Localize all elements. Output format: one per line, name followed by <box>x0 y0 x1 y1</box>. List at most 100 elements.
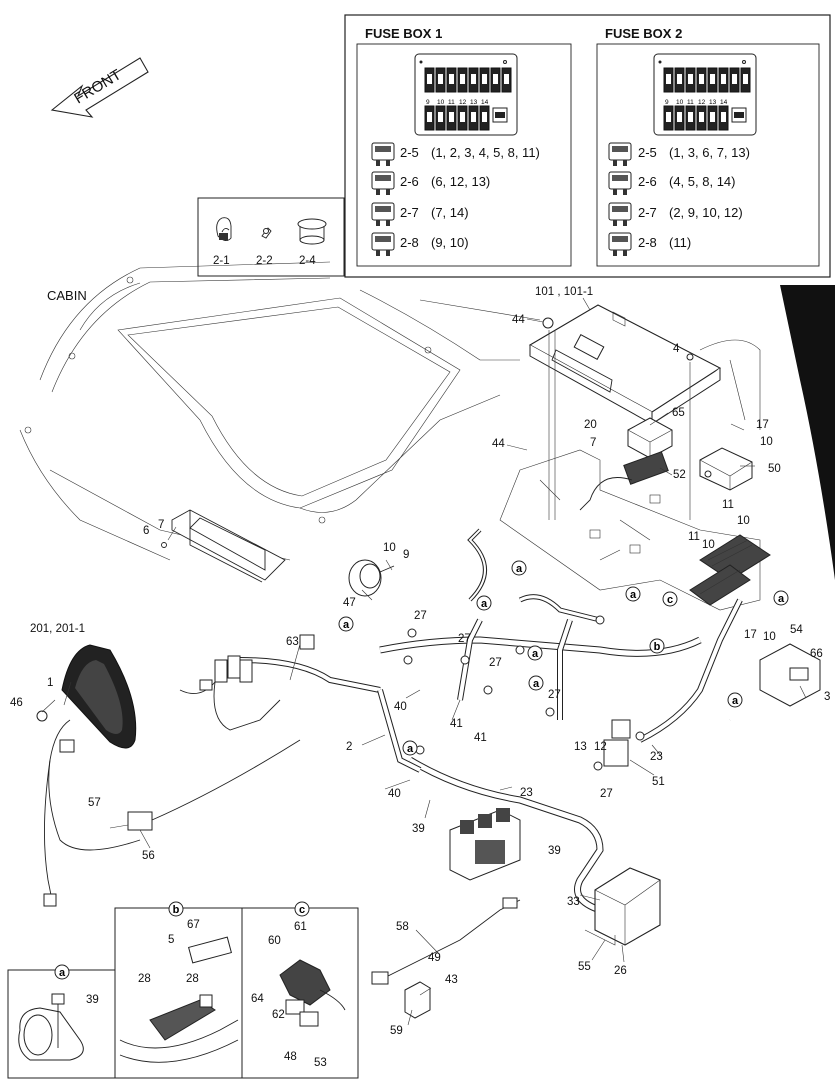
callout-26: 26 <box>614 965 627 977</box>
svg-text:a: a <box>630 589 637 601</box>
callout-54: 54 <box>790 624 803 636</box>
cabin-label: CABIN <box>47 288 87 303</box>
callout-59: 59 <box>390 1025 403 1037</box>
callout-58: 58 <box>396 921 409 933</box>
clip-2-2-icon <box>261 227 272 239</box>
callout-64: 64 <box>251 993 264 1005</box>
callout-27-e: 27 <box>600 788 613 800</box>
radio-bracket <box>161 509 286 583</box>
center-connector-block <box>449 808 521 881</box>
callout-47: 47 <box>343 597 356 609</box>
detail-marker-a: a <box>727 692 743 708</box>
accessory-2-1-label: 2-1 <box>213 255 230 267</box>
callout-2: 2 <box>346 741 352 753</box>
fuse2-row1-slots: (1, 3, 6, 7, 13) <box>669 145 750 160</box>
detail-a-box <box>7 969 116 1079</box>
callout-10-right: 10 <box>763 631 776 643</box>
callout-39-a: 39 <box>412 823 425 835</box>
fuse-slot-number: 9 <box>426 99 430 106</box>
connector-52 <box>579 451 669 511</box>
detail-marker-a: a <box>527 645 543 661</box>
monitor-201 <box>36 644 141 907</box>
callout-39-b: 39 <box>548 845 561 857</box>
callout-51: 51 <box>652 776 665 788</box>
fuse1-row4-part: 2-8 <box>400 235 419 250</box>
fuse-slot-number: 11 <box>687 99 694 106</box>
callout-11-upper: 11 <box>722 499 734 511</box>
fuse-blocks-installed <box>689 534 771 606</box>
callout-65: 65 <box>672 407 685 419</box>
callout-40-a: 40 <box>394 701 407 713</box>
callout-17-lower: 17 <box>744 629 757 641</box>
callout-48: 48 <box>284 1051 297 1063</box>
callout-101: 101 , 101-1 <box>535 286 593 298</box>
fuse-slot-number: 11 <box>448 99 455 106</box>
callout-41-b: 41 <box>474 732 487 744</box>
detail-marker-c: c <box>294 901 310 917</box>
detail-marker-a: a <box>511 560 527 576</box>
accessory-2-4-label: 2-4 <box>299 255 316 267</box>
detail-b-box <box>114 907 243 1079</box>
callout-67: 67 <box>187 919 200 931</box>
fuse1-row3-part: 2-7 <box>400 205 419 220</box>
callout-10-buzzer: 10 <box>383 542 396 554</box>
bracket-3 <box>759 643 821 707</box>
fuse-slot-number: 10 <box>437 99 445 106</box>
fuse-slot-number: 9 <box>665 99 669 106</box>
fuse-slot-number: 14 <box>720 99 728 106</box>
detail-c-box <box>241 907 359 1079</box>
fuse2-row2-slots: (4, 5, 8, 14) <box>669 174 735 189</box>
callout-66: 66 <box>810 648 823 660</box>
fuse-slot-number: 14 <box>481 99 489 106</box>
svg-text:a: a <box>778 593 785 605</box>
fuse1-row1-part: 2-5 <box>400 145 419 160</box>
blade-fuse-icon <box>371 232 395 256</box>
callout-6: 6 <box>143 525 149 537</box>
detail-marker-a: a <box>338 616 354 632</box>
svg-text:a: a <box>532 648 539 660</box>
callout-61: 61 <box>294 921 307 933</box>
detail-marker-a: a <box>773 590 789 606</box>
fuse1-row2-part: 2-6 <box>400 174 419 189</box>
blade-fuse-icon <box>371 171 395 195</box>
callout-27-a: 27 <box>414 610 427 622</box>
fuse-slot-number: 12 <box>698 99 706 106</box>
callout-28-a: 28 <box>138 973 151 985</box>
callout-7-upper: 7 <box>590 437 596 449</box>
main-harness <box>138 528 743 914</box>
callout-33: 33 <box>567 896 580 908</box>
callout-49: 49 <box>428 952 441 964</box>
controller-unit <box>528 304 722 425</box>
grommet-2-4-icon <box>297 218 327 245</box>
svg-text:c: c <box>667 594 673 606</box>
buzzer-47 <box>348 559 395 597</box>
svg-text:a: a <box>533 678 540 690</box>
callout-17-top: 17 <box>756 419 769 431</box>
pillar-shadow <box>780 285 835 580</box>
callout-56: 56 <box>142 850 155 862</box>
callout-23-a: 23 <box>520 787 533 799</box>
detail-marker-a: a <box>528 675 544 691</box>
module-50 <box>699 447 753 491</box>
bracket-59 <box>404 981 431 1019</box>
detail-marker-c: c <box>662 591 678 607</box>
callout-44-top: 44 <box>512 314 525 326</box>
fuse-box-1-legend: 2-5 (1, 2, 3, 4, 5, 8, 11) 2-6 (6, 12, 1… <box>371 142 540 256</box>
detail-marker-a: a <box>476 595 492 611</box>
svg-text:b: b <box>173 904 180 916</box>
callout-9: 9 <box>403 549 409 561</box>
blade-fuse-icon <box>608 171 632 195</box>
fuse-slot-number: 13 <box>709 99 717 106</box>
fuse-slot-number: 10 <box>676 99 684 106</box>
callout-44-mid: 44 <box>492 438 505 450</box>
callout-1: 1 <box>47 677 53 689</box>
blade-fuse-icon <box>608 142 632 166</box>
fuse2-row3-slots: (2, 9, 10, 12) <box>669 205 743 220</box>
callout-13: 13 <box>574 741 587 753</box>
accessories-box: 2-1 2-2 2-4 <box>197 197 345 277</box>
